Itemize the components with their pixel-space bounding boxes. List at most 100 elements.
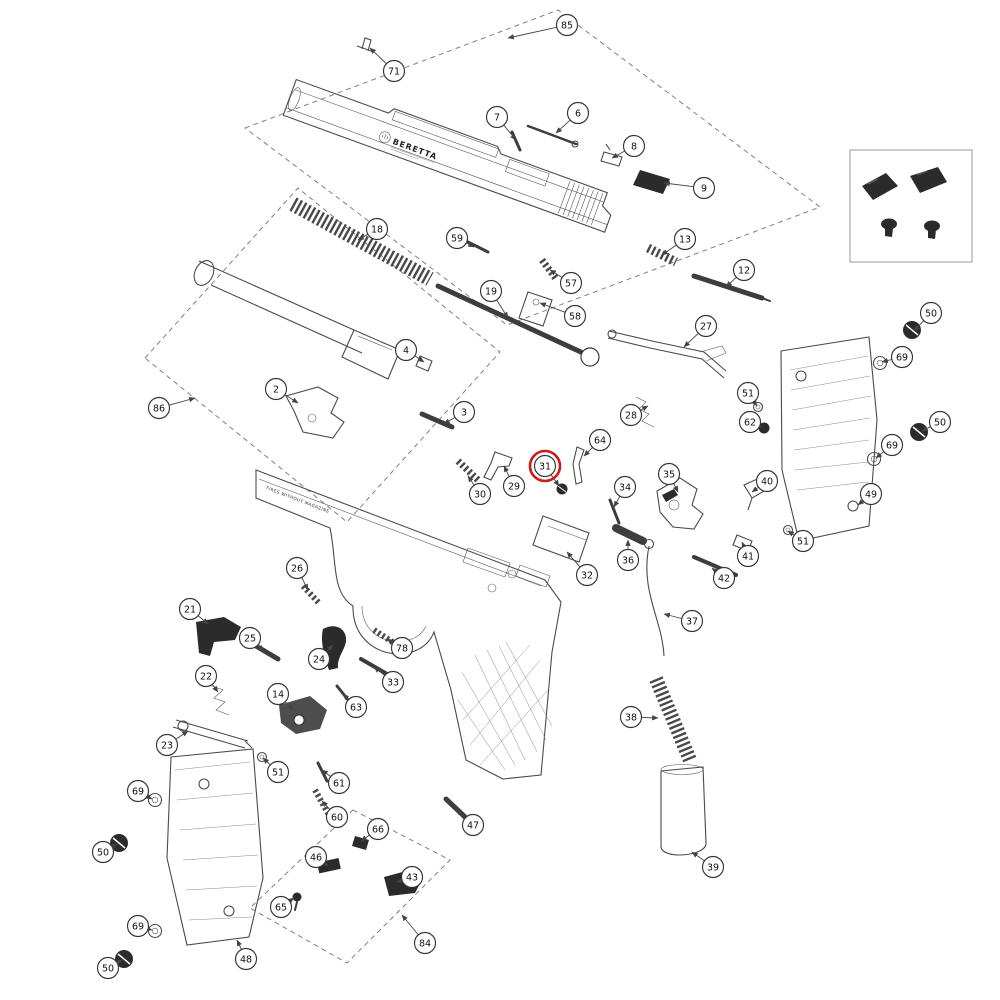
- callout-69[interactable]: 69: [875, 433, 904, 459]
- callout-66[interactable]: 66: [360, 817, 390, 842]
- leader-line: [373, 666, 386, 676]
- leader-line: [236, 939, 242, 950]
- callout-64[interactable]: 64: [583, 428, 612, 457]
- callout-86[interactable]: 86: [147, 396, 196, 420]
- screw-icon: [924, 220, 940, 232]
- callout-65[interactable]: 65: [269, 895, 295, 919]
- callout-57[interactable]: 57: [549, 269, 583, 295]
- leader-line: [751, 486, 759, 493]
- callout-34[interactable]: 34: [613, 475, 637, 508]
- callout-36[interactable]: 36: [616, 539, 640, 572]
- magazine-release-button-icon: [862, 173, 898, 200]
- callout-35[interactable]: 35: [657, 462, 681, 493]
- callout-46[interactable]: 46: [304, 845, 329, 869]
- callout-23[interactable]: 23: [155, 730, 189, 757]
- leader-line: [881, 357, 892, 364]
- callout-71[interactable]: 71: [369, 47, 406, 83]
- callout-62[interactable]: 62: [738, 410, 762, 434]
- callout-6[interactable]: 6: [555, 101, 590, 134]
- callout-25[interactable]: 25: [238, 626, 265, 652]
- leader-line: [751, 399, 758, 407]
- callout-48[interactable]: 48: [234, 939, 258, 971]
- callout-13[interactable]: 13: [661, 227, 697, 256]
- callout-number: 84: [419, 938, 431, 949]
- leader-line: [342, 693, 350, 701]
- callout-circle: [575, 563, 599, 587]
- callout-37[interactable]: 37: [663, 609, 704, 633]
- ejection-port: [504, 158, 550, 187]
- callout-22[interactable]: 22: [194, 664, 219, 693]
- callout-69[interactable]: 69: [126, 914, 153, 938]
- callout-59[interactable]: 59: [445, 226, 475, 250]
- leader-line: [175, 730, 189, 740]
- callout-49[interactable]: 49: [857, 482, 883, 506]
- part-69-washer: [147, 923, 163, 939]
- callout-circle: [381, 670, 405, 694]
- callout-3[interactable]: 3: [443, 400, 476, 425]
- callout-circle: [452, 400, 476, 424]
- callout-27[interactable]: 27: [683, 314, 718, 348]
- callout-43[interactable]: 43: [396, 865, 424, 889]
- callout-number: 13: [679, 234, 691, 245]
- callout-9[interactable]: 9: [663, 176, 716, 200]
- callout-18[interactable]: 18: [357, 217, 389, 241]
- callout-33[interactable]: 33: [373, 666, 405, 694]
- callout-58[interactable]: 58: [539, 302, 587, 328]
- callout-63[interactable]: 63: [342, 693, 368, 719]
- trigger-guard: [361, 605, 427, 642]
- callout-19[interactable]: 19: [479, 279, 509, 319]
- callout-51[interactable]: 51: [736, 381, 760, 407]
- callout-50[interactable]: 50: [913, 301, 943, 332]
- callout-69[interactable]: 69: [881, 345, 914, 369]
- callout-85[interactable]: 85: [507, 13, 579, 40]
- callout-50[interactable]: 50: [96, 956, 123, 980]
- leader-line: [725, 276, 737, 288]
- callout-84[interactable]: 84: [401, 914, 437, 955]
- callout-47[interactable]: 47: [455, 808, 485, 837]
- callout-number: 51: [742, 388, 754, 399]
- callout-50[interactable]: 50: [91, 840, 118, 864]
- callout-32[interactable]: 32: [566, 551, 599, 587]
- callout-number: 12: [738, 265, 750, 276]
- callout-50[interactable]: 50: [921, 410, 952, 434]
- callout-39[interactable]: 39: [691, 851, 725, 879]
- callout-8[interactable]: 8: [611, 134, 646, 159]
- callout-69[interactable]: 69: [126, 779, 153, 803]
- part-28-wire-spring: [635, 396, 655, 428]
- callout-circle: [859, 482, 883, 506]
- callout-41[interactable]: 41: [736, 541, 760, 568]
- callout-30[interactable]: 30: [467, 475, 492, 506]
- callout-26[interactable]: 26: [285, 556, 309, 591]
- callout-14[interactable]: 14: [266, 682, 294, 711]
- callout-circle: [890, 345, 914, 369]
- callout-24[interactable]: 24: [307, 644, 334, 671]
- callout-4[interactable]: 4: [394, 338, 425, 363]
- callout-60[interactable]: 60: [321, 800, 349, 829]
- callout-circle: [178, 597, 202, 621]
- callout-number: 18: [371, 224, 383, 235]
- callout-78[interactable]: 78: [386, 636, 414, 660]
- beretta-logo-icon: [379, 131, 391, 144]
- part-59-pin: [466, 240, 490, 254]
- callout-number: 40: [761, 476, 773, 487]
- callout-circle: [264, 377, 288, 401]
- callout-circle: [485, 105, 509, 129]
- callout-61[interactable]: 61: [321, 769, 351, 795]
- callout-number: 42: [718, 573, 730, 584]
- callout-21[interactable]: 21: [178, 597, 209, 625]
- callout-number: 63: [350, 702, 362, 713]
- callout-38[interactable]: 38: [619, 705, 659, 729]
- callout-31[interactable]: 31: [528, 449, 562, 487]
- callout-12[interactable]: 12: [725, 258, 756, 288]
- callout-number: 62: [744, 417, 756, 428]
- callout-2[interactable]: 2: [264, 377, 299, 404]
- callout-51[interactable]: 51: [787, 529, 815, 553]
- callout-42[interactable]: 42: [711, 566, 736, 590]
- callout-29[interactable]: 29: [502, 465, 526, 498]
- callout-28[interactable]: 28: [619, 403, 649, 427]
- callout-7[interactable]: 7: [485, 105, 517, 141]
- callout-51[interactable]: 51: [262, 757, 290, 784]
- callout-40[interactable]: 40: [751, 469, 779, 493]
- callout-circle: [566, 101, 590, 125]
- callout-circle: [919, 301, 943, 325]
